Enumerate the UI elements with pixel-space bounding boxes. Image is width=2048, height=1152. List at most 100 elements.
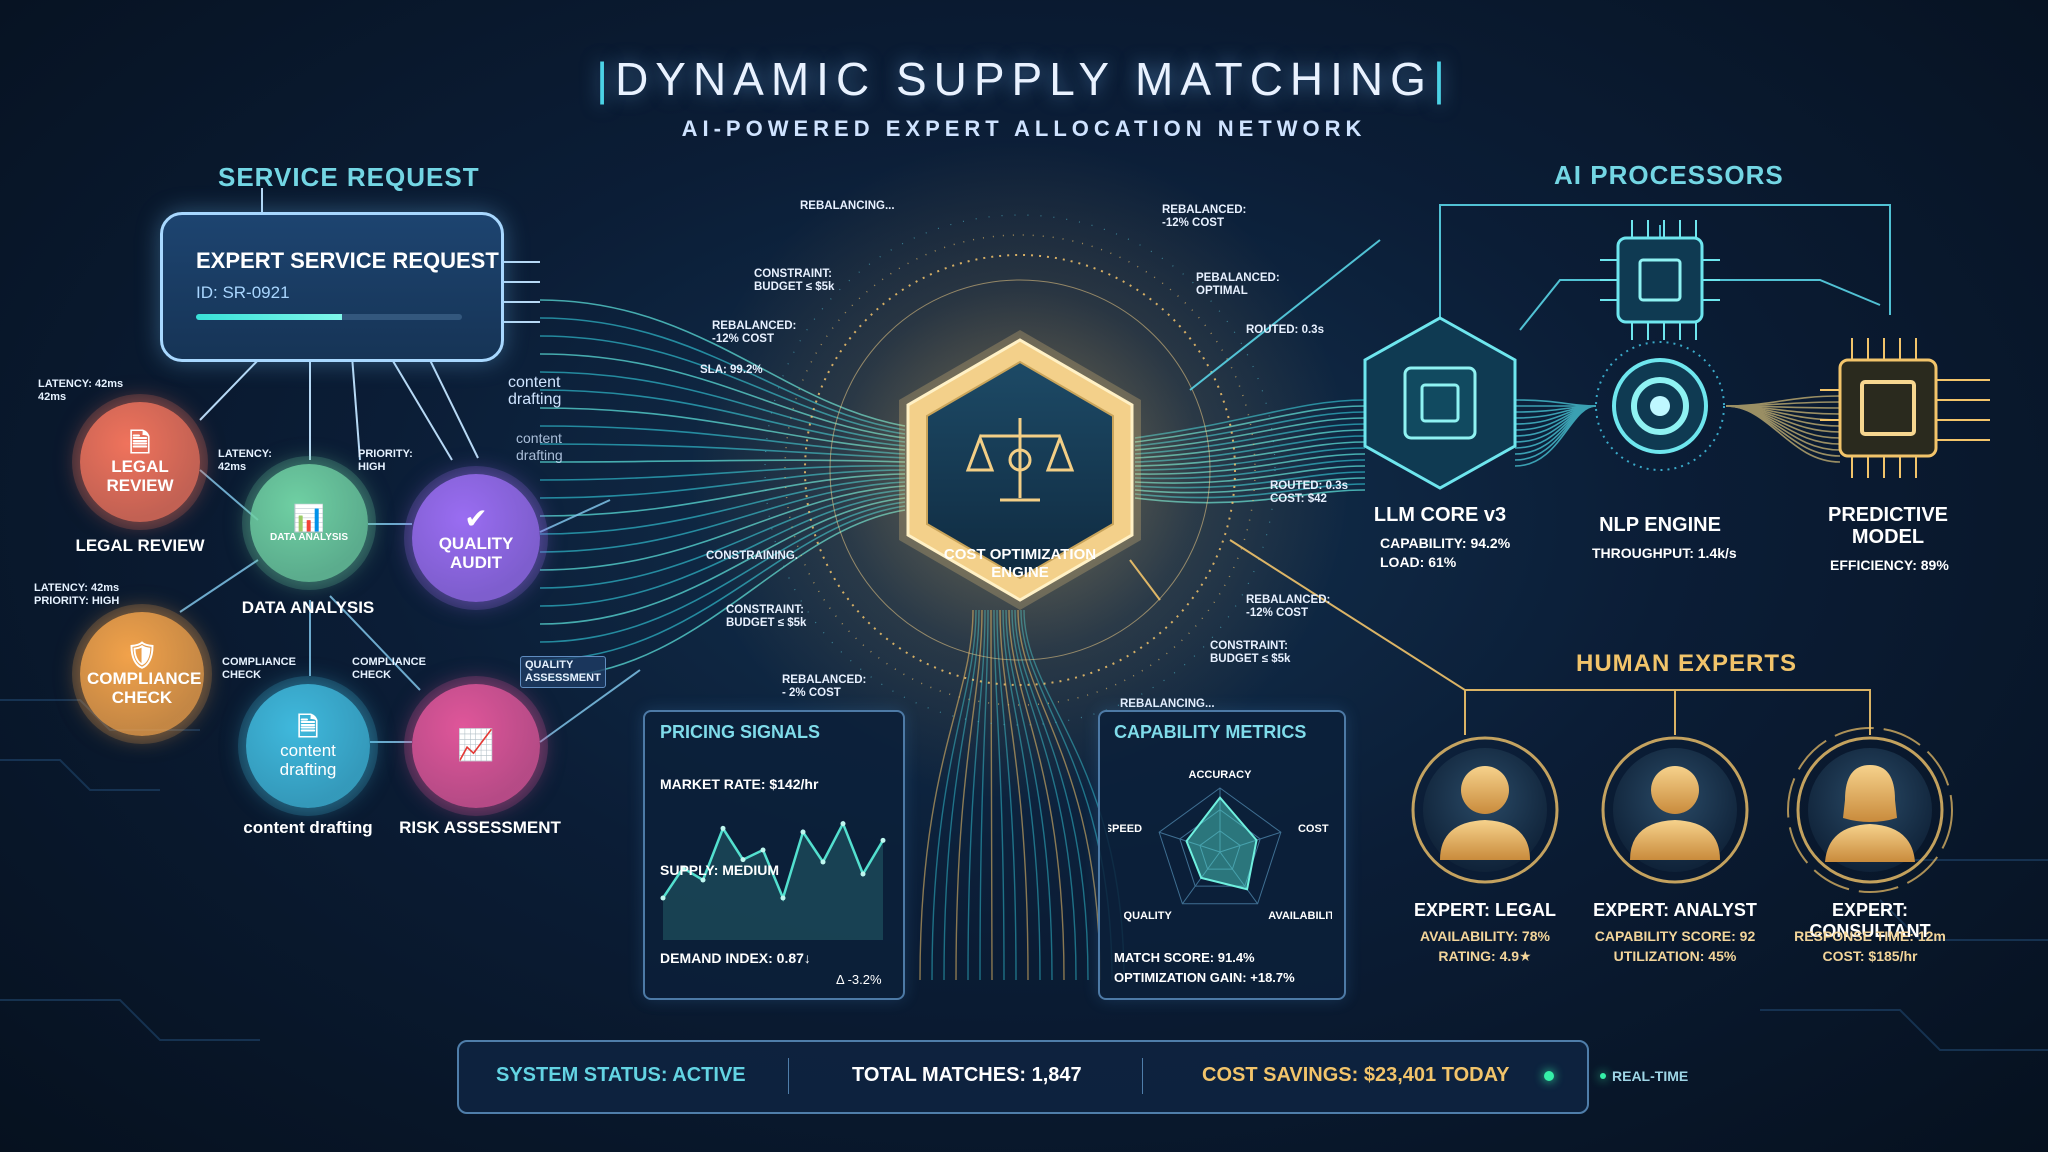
predictive-model-stats: EFFICIENCY: 89%	[1830, 557, 1949, 573]
pricing-signals-panel[interactable]	[643, 710, 905, 1000]
status-bar	[457, 1040, 1589, 1114]
engine-tag-rebalancing-bottom: REBALANCING...	[1120, 698, 1215, 710]
radar-grid	[1179, 809, 1261, 887]
flow-stream	[1514, 399, 1597, 407]
llm-core-name[interactable]: LLM CORE v3	[1373, 504, 1507, 526]
realtime-dot-icon	[1600, 1073, 1606, 1079]
nlp-engine-name[interactable]: NLP ENGINE	[1599, 514, 1721, 536]
supply-level: SUPPLY: MEDIUM	[660, 862, 780, 878]
status-divider	[788, 1058, 789, 1094]
sparkline-point	[680, 865, 686, 871]
expert-consultant-avatar	[1787, 727, 1953, 893]
engine-tag-routed: ROUTED: 0.3s	[1246, 324, 1324, 336]
node-quality-audit-label: QUALITY AUDIT	[438, 534, 514, 572]
expert-legal-avatar	[1411, 736, 1559, 884]
status-divider	[1142, 1058, 1143, 1094]
pricing-sparkline	[660, 820, 886, 940]
shield-icon: 🛡	[125, 640, 159, 670]
sparkline-point	[720, 825, 726, 831]
match-score: MATCH SCORE: 91.4%	[1114, 950, 1255, 965]
node-content-drafting-label: content drafting	[279, 741, 337, 779]
node-content-drafting[interactable]: 🗎 content drafting	[246, 684, 370, 808]
page-title: |DYNAMIC SUPPLY MATCHING|	[596, 53, 1452, 105]
engine-tag-rebalanced-bottom: REBALANCED:- 2% COST	[782, 674, 867, 699]
tag-priority: PRIORITY:HIGH	[358, 448, 413, 473]
node-quality-audit[interactable]: ✔ QUALITY AUDIT	[412, 474, 540, 602]
scales-icon	[965, 418, 1075, 502]
request-progress-fill	[196, 314, 343, 320]
radar-axis-label: QUALITY	[1124, 910, 1173, 922]
engine-tag-constraint-bottom-left: CONSTRAINT:BUDGET ≤ $5k	[726, 604, 807, 629]
engine-tag-rebalanced-bottom-right: REBALANCED:-12% COST	[1246, 594, 1331, 619]
radar-axis-label: ACCURACY	[1189, 769, 1253, 781]
engine-tag-rebalanced-cost: REBALANCED:-12% COST	[1162, 204, 1247, 229]
cost-savings: COST SAVINGS: $23,401 TODAY	[1202, 1064, 1510, 1086]
node-compliance-check[interactable]: 🛡 COMPLIANCE CHECK	[80, 612, 204, 736]
engine-tag-constraint-bottom-right: CONSTRAINT:BUDGET ≤ $5k	[1210, 640, 1291, 665]
demand-index: DEMAND INDEX: 0.87↓	[660, 950, 811, 966]
node-legal-review[interactable]: 🗎 LEGAL REVIEW	[80, 402, 200, 522]
expert-legal-name[interactable]: EXPERT: LEGAL	[1413, 900, 1556, 920]
radar-grid	[1199, 830, 1241, 870]
node-compliance-check-label: COMPLIANCE CHECK	[87, 669, 202, 707]
expert-analyst-name[interactable]: EXPERT: ANALYST	[1593, 900, 1757, 920]
radar-axis-label: COST	[1298, 823, 1329, 835]
expert-consultant-name[interactable]: EXPERT: CONSULTANT	[1809, 900, 1931, 941]
flow-stream	[1725, 405, 1841, 463]
node-data-analysis[interactable]: 📊 DATA ANALYSIS	[250, 464, 368, 582]
content-drafting-caption: content drafting	[243, 818, 373, 837]
llm-core-stats: CAPABILITY: 94.2%LOAD: 61%	[1380, 535, 1511, 570]
sparkline-point	[780, 895, 786, 901]
pricing-signals-title: PRICING SIGNALS	[660, 722, 821, 742]
sparkline-point	[840, 821, 846, 827]
request-progress-bar	[196, 314, 462, 320]
capability-metrics-title: CAPABILITY METRICS	[1114, 722, 1307, 742]
request-title: EXPERT SERVICE REQUEST	[196, 248, 499, 273]
node-data-analysis-label: DATA ANALYSIS	[270, 531, 348, 543]
predictive-chip-icon	[1820, 338, 1990, 478]
engine-tag-constraining: CONSTRAINING.	[706, 550, 798, 562]
flow-stream	[1725, 405, 1841, 451]
radar-axis	[1158, 831, 1221, 853]
capability-radar-chart: ACCURACY COST AVAILABILITY QUALITY SPEED	[1108, 769, 1332, 922]
radar-axis-label: SPEED	[1108, 823, 1142, 835]
llm-chip-icon	[1363, 316, 1517, 490]
trend-chart-icon: 📈	[457, 729, 495, 762]
expert-service-request-card[interactable]	[160, 212, 504, 362]
engine-tag-rebalanced-optimal: PEBALANCED:OPTIMAL	[1196, 272, 1280, 297]
expert-legal-stats: AVAILABILITY: 78%RATING: 4.9★	[1420, 928, 1550, 964]
checkmark-circle-icon: ✔	[464, 503, 488, 534]
engine-tag-rebalancing: REBALANCING...	[800, 200, 895, 212]
radar-value-shape	[1185, 796, 1258, 891]
document-icon: 🗎	[129, 428, 151, 458]
optimization-gain: OPTIMIZATION GAIN: +18.7%	[1114, 970, 1295, 985]
sparkline-point	[760, 847, 766, 853]
data-analysis-caption: DATA ANALYSIS	[241, 598, 375, 617]
page-subtitle: AI-POWERED EXPERT ALLOCATION NETWORK	[681, 116, 1367, 141]
total-matches: TOTAL MATCHES: 1,847	[852, 1064, 1082, 1086]
sparkline-point	[660, 895, 666, 901]
document-edit-icon: 🗎	[297, 712, 319, 742]
bar-chart-icon: 📊	[292, 502, 326, 533]
ai-processors-heading: AI PROCESSORS	[1554, 160, 1784, 190]
pricing-delta: Δ -3.2%	[836, 972, 882, 987]
sparkline-point	[800, 829, 806, 835]
sparkline-point	[860, 871, 866, 877]
node-risk-assessment[interactable]: 📈	[412, 684, 540, 808]
radar-axis	[1219, 851, 1259, 905]
live-indicator-icon	[1544, 1071, 1554, 1081]
radar-axis-label: AVAILABILITY	[1268, 910, 1332, 922]
realtime-label: REAL-TIME	[1612, 1068, 1689, 1084]
market-rate: MARKET RATE: $142/hr	[660, 776, 819, 792]
